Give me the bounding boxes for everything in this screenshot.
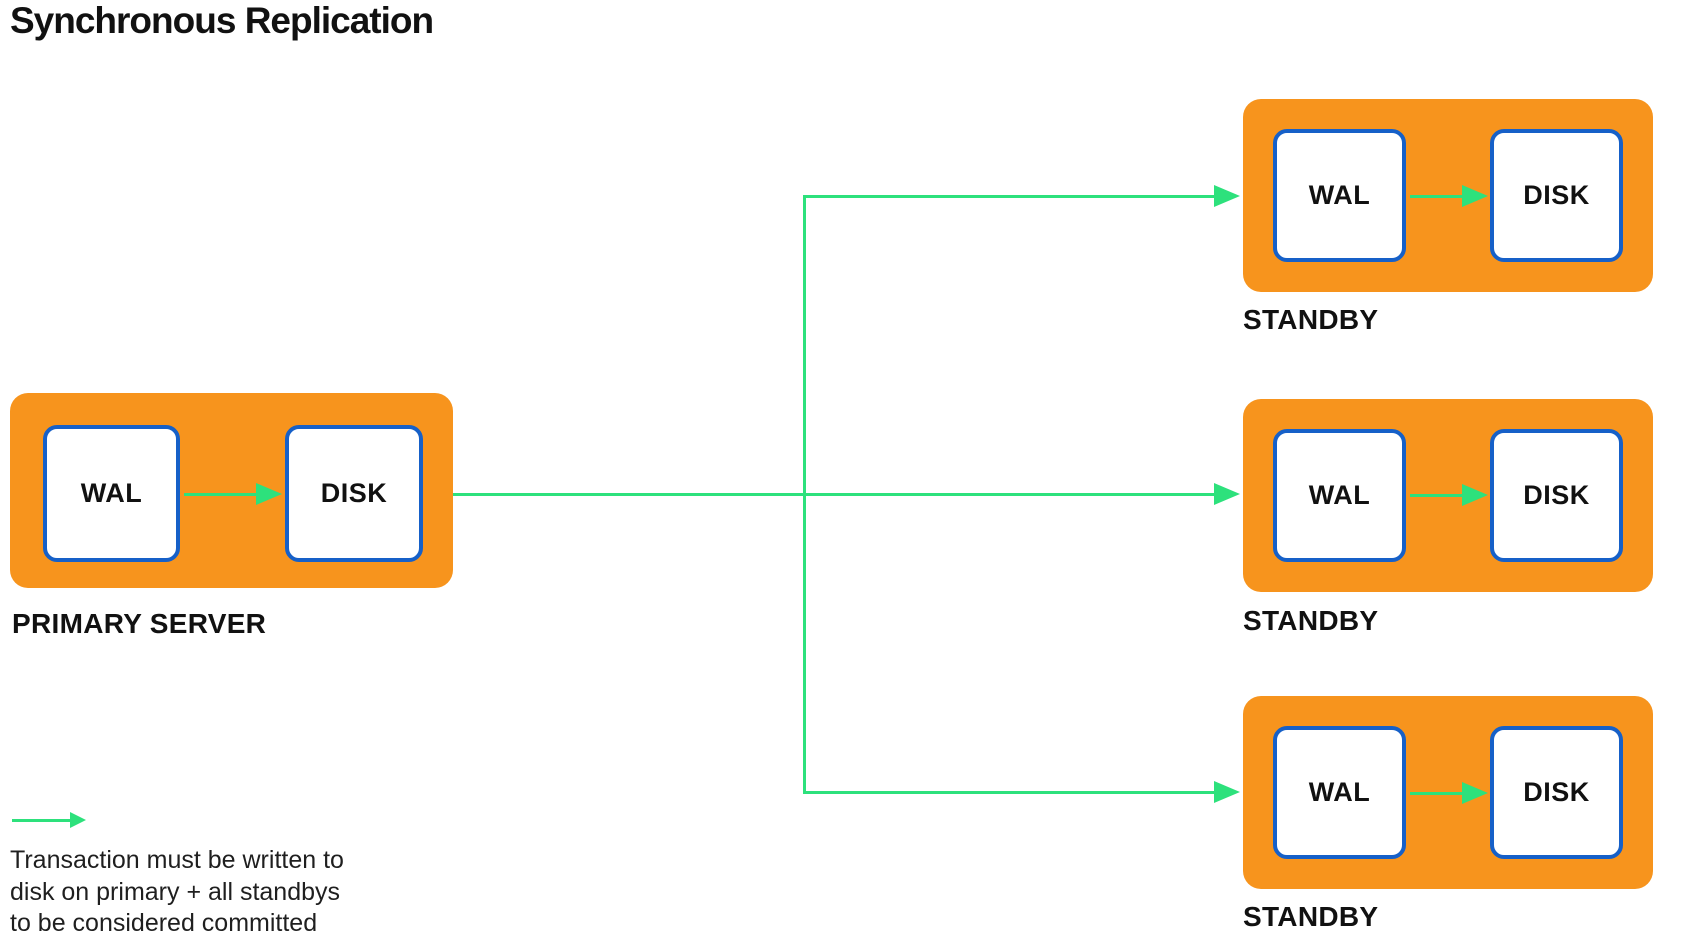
branch-to-standby-3-line [803,791,1214,794]
standby-2-arrowhead-icon [1214,483,1240,505]
primary-server-label: PRIMARY SERVER [12,608,267,639]
standby-3-disk-label: DISK [1523,777,1590,807]
branch-to-standby-1-line [803,195,1214,198]
primary-disk-label: DISK [320,478,388,508]
standby-3-label: STANDBY [1243,901,1379,932]
primary-wal-label: WAL [80,478,143,508]
standby-3-disk-node: DISK [1490,726,1623,859]
standby-2-wal-node: WAL [1273,429,1406,562]
standby-2-wal-label: WAL [1308,480,1371,510]
standby-1-wal-label: WAL [1308,180,1371,210]
primary-wal-node: WAL [43,425,180,562]
branch-vertical-line [803,195,806,794]
primary-disk-node: DISK [285,425,423,562]
standby-1-disk-node: DISK [1490,129,1623,262]
standby-2-label: STANDBY [1243,605,1379,636]
standby-3-wal-label: WAL [1308,777,1371,807]
standby-1-wal-node: WAL [1273,129,1406,262]
standby-2-disk-label: DISK [1523,480,1590,510]
standby-1-label: STANDBY [1243,304,1379,335]
legend-line-2: disk on primary + all standbys [10,877,341,906]
standby-3-wal-node: WAL [1273,726,1406,859]
legend-line-1: Transaction must be written to [10,846,344,874]
standby-3-arrowhead-icon [1214,781,1240,803]
legend-line-3: to be considered committed [10,909,318,937]
standby-1-arrowhead-icon [1214,185,1240,207]
standby-2-disk-node: DISK [1490,429,1623,562]
standby-1-disk-label: DISK [1523,180,1590,210]
page-title: Synchronous Replication [10,0,434,41]
primary-to-standby-2-line [453,493,1214,496]
legend-caption: Transaction must be written to disk on p… [10,845,344,940]
